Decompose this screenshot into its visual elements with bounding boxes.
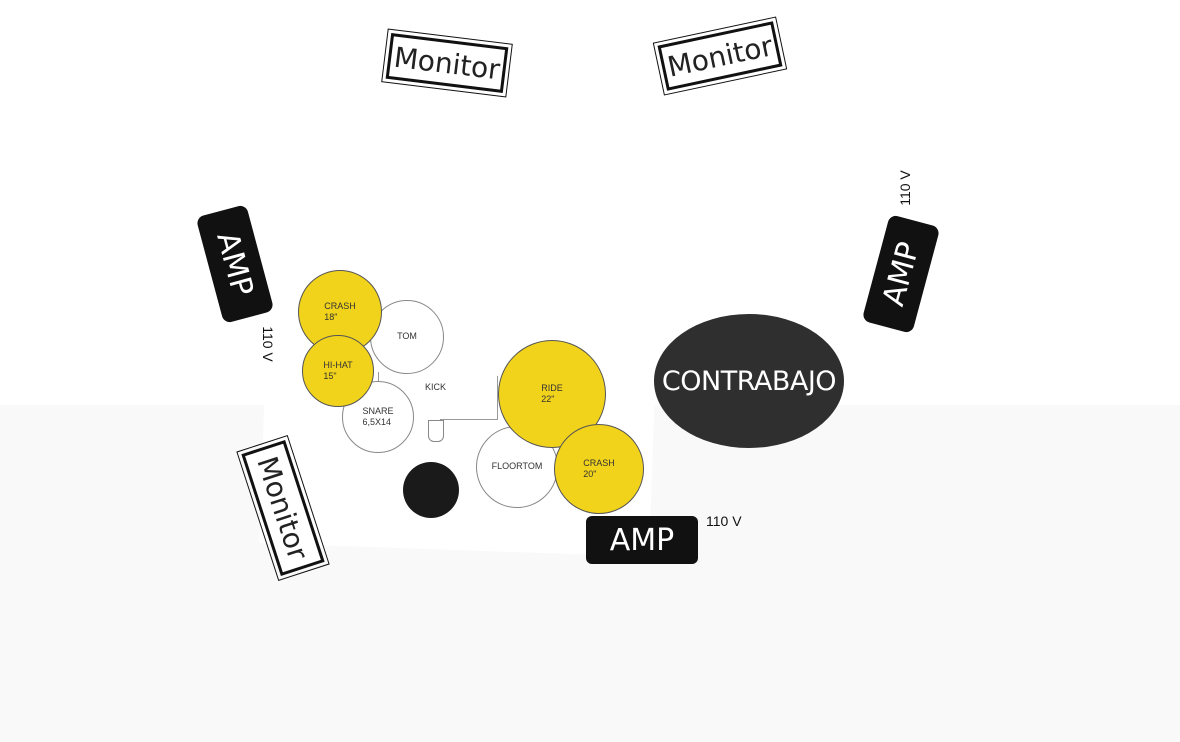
floortom-label: FLOORTOM <box>491 461 543 472</box>
kick-outline-right <box>497 376 498 420</box>
amp-left: AMP <box>195 204 275 324</box>
amp-label: AMP <box>609 522 675 558</box>
crash-18-label: CRASH 18" <box>324 300 356 322</box>
contrabajo-label: CONTRABAJO <box>661 365 837 397</box>
monitor-label: Monitor <box>664 28 776 84</box>
tom-label: TOM <box>397 331 417 342</box>
monitor-label: Monitor <box>392 40 502 86</box>
crash-20-cymbal: CRASH 20" <box>554 424 644 514</box>
monitor-top-right: Monitor <box>653 15 787 97</box>
ride-label: RIDE 22" <box>541 382 563 404</box>
tom: TOM <box>370 300 444 374</box>
amp-label: AMP <box>875 238 927 310</box>
voltage-left: 110 V <box>259 326 276 362</box>
crash-20-label: CRASH 20" <box>583 457 615 479</box>
snare-label: SNARE 6,5X14 <box>362 405 394 427</box>
contrabajo: CONTRABAJO <box>654 314 844 448</box>
monitor-top-left: Monitor <box>381 27 513 99</box>
kick-label: KICK <box>425 382 447 392</box>
hihat-cymbal: HI-HAT 15" <box>302 335 374 407</box>
kick-pedal <box>428 420 444 442</box>
kick-outline-bottom <box>440 419 498 420</box>
amp-label: AMP <box>209 228 261 300</box>
ride-cymbal: RIDE 22" <box>498 340 606 448</box>
hihat-label: HI-HAT 15" <box>323 359 353 381</box>
voltage-bottom: 110 V <box>706 513 742 529</box>
amp-bottom: AMP <box>586 516 698 564</box>
amp-right: AMP <box>861 214 941 334</box>
drum-stool <box>403 462 459 518</box>
voltage-right: 110 V <box>896 170 913 206</box>
